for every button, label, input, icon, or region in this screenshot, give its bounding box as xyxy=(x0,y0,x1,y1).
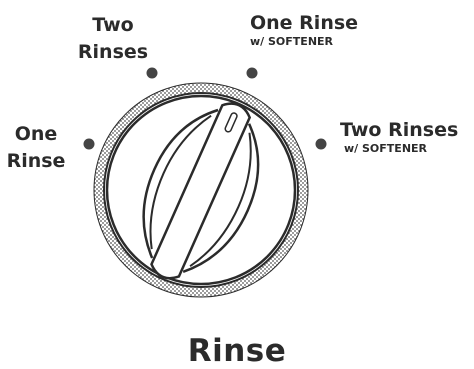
option-one-rinse-softener[interactable]: One Rinse w/ SOFTENER xyxy=(250,12,358,47)
option-two-rinses-softener-line1: Two Rinses xyxy=(340,119,458,141)
option-two-rinses-line1: Two xyxy=(70,12,156,39)
option-one-rinse[interactable]: One Rinse xyxy=(4,121,68,175)
option-two-rinses-line2: Rinses xyxy=(70,39,156,66)
rinse-dial[interactable] xyxy=(94,83,308,298)
control-title: Rinse xyxy=(0,333,474,369)
option-two-rinses[interactable]: Two Rinses xyxy=(70,12,156,66)
option-one-rinse-line1: One xyxy=(4,121,68,148)
option-two-rinses-softener[interactable]: Two Rinses w/ SOFTENER xyxy=(340,119,458,154)
option-one-rinse-softener-line1: One Rinse xyxy=(250,12,358,34)
option-one-rinse-softener-line2: w/ SOFTENER xyxy=(250,36,358,47)
option-two-rinses-softener-line2: w/ SOFTENER xyxy=(340,143,458,154)
position-dot-two-rinses-softener xyxy=(316,139,327,150)
position-dot-one-rinse-softener xyxy=(247,68,258,79)
option-one-rinse-line2: Rinse xyxy=(4,148,68,175)
position-dot-two-rinses xyxy=(147,68,158,79)
position-dot-one-rinse xyxy=(84,139,95,150)
